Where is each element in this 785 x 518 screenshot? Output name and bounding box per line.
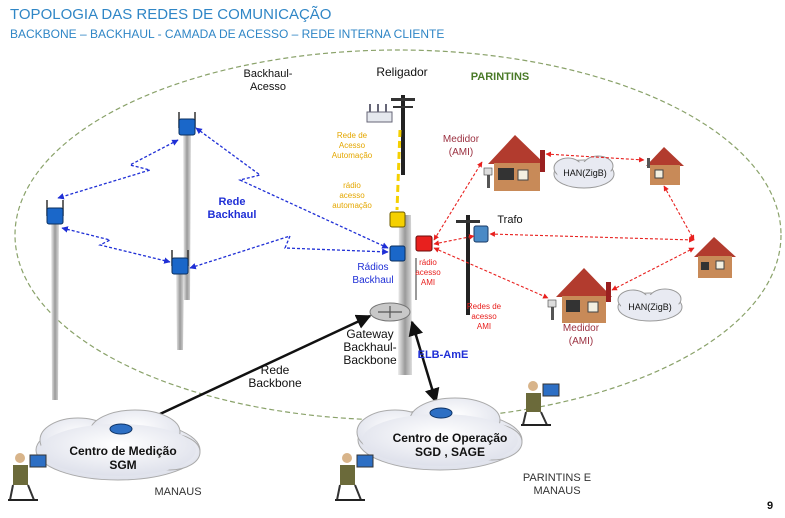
page-subtitle: BACKBONE – BACKHAUL - CAMADA DE ACESSO –… — [10, 27, 445, 41]
centro-medicao-cloud — [35, 409, 201, 481]
radio-icon — [178, 118, 196, 136]
elb-tower — [369, 211, 433, 375]
backhaul-acesso-label: Backhaul-Acesso — [243, 68, 293, 93]
radio-icon — [46, 207, 64, 225]
religador-pole — [366, 95, 415, 175]
router-icon — [109, 423, 133, 435]
parintins-label: PARINTINS — [470, 71, 530, 83]
router-icon — [429, 407, 453, 419]
operator-icon — [8, 453, 47, 501]
medidor-bottom-label: Medidor(AMI) — [562, 323, 600, 347]
operator-icon — [521, 381, 560, 426]
automation-link — [395, 129, 402, 211]
backhaul-radio-icon — [389, 245, 406, 262]
religador-label: Religador — [376, 65, 428, 79]
han-bottom-label: HAN(ZigB) — [628, 302, 672, 312]
house-icon — [547, 268, 612, 323]
transformer-icon — [473, 225, 489, 243]
house-icon — [694, 237, 736, 278]
trafo-label: Trafo — [497, 214, 523, 226]
ami-links — [433, 151, 695, 299]
medidor-top-label: Medidor(AMI) — [442, 134, 480, 158]
page-number: 9 — [766, 500, 774, 512]
ami-radio-icon — [415, 235, 433, 252]
centro-operacao-cloud — [356, 397, 523, 471]
manaus-label: MANAUS — [154, 486, 202, 498]
backbone-link-operacao — [408, 320, 440, 404]
house-icon — [646, 147, 684, 185]
elb-label: ELB-AmE — [417, 349, 469, 361]
recloser-icon — [366, 104, 393, 123]
cloud-icon — [617, 288, 683, 322]
han-top-label: HAN(ZigB) — [563, 168, 607, 178]
backbone-link-sgm — [128, 314, 372, 430]
automation-radio-icon — [389, 211, 406, 228]
radio-icon — [171, 257, 189, 275]
operator-icon — [335, 453, 374, 501]
page-title: TOPOLOGIA DAS REDES DE COMUNICAÇÃO — [10, 6, 332, 23]
backhaul-links — [57, 127, 389, 270]
house-icon — [483, 135, 545, 191]
backhaul-tower-2 — [46, 200, 64, 400]
